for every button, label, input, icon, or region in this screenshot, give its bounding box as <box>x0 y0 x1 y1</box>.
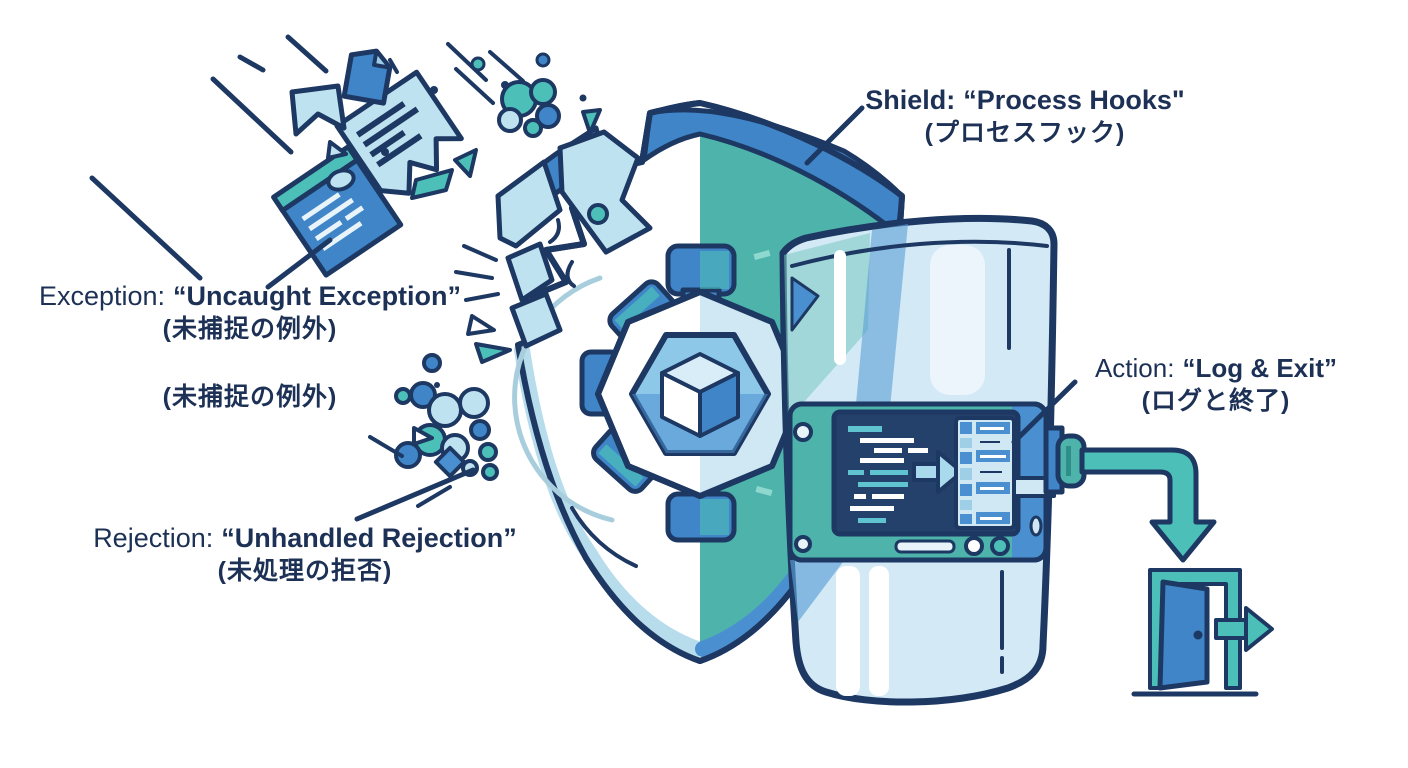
action-label: Action:“Log & Exit” (ログと終了) <box>1076 352 1356 418</box>
rejection-label-line1: Rejection:“Unhandled Rejection” <box>93 523 517 553</box>
exception-duplicate-label: (未捕捉の例外) <box>100 381 400 414</box>
leader-lines <box>265 105 1078 522</box>
exception-label: Exception:“Uncaught Exception” (未捕捉の例外) <box>30 280 470 346</box>
panel-button-teal <box>990 536 1010 556</box>
rejection-label-jp: (未処理の拒否) <box>217 557 393 585</box>
leader-line-action <box>1011 379 1078 445</box>
leader-line-exception <box>265 237 333 290</box>
impact-spikes <box>454 218 576 364</box>
torn-document-blue-icon <box>271 144 404 278</box>
folded-paper-icon <box>341 48 393 106</box>
leader-line-rejection <box>354 467 476 522</box>
panel-button-white <box>964 536 984 556</box>
pipe-connector <box>1043 425 1087 495</box>
debris-shards <box>289 58 602 200</box>
exit-door-icon <box>1131 568 1274 697</box>
code-lines <box>848 426 928 523</box>
shield-label-jp: (プロセスフック) <box>924 119 1126 147</box>
transfer-arrow-icon <box>912 450 964 494</box>
shield-crack-fragments <box>454 125 653 364</box>
speed-lines <box>89 34 525 281</box>
action-label-line1: Action:“Log & Exit” <box>1094 353 1338 383</box>
glass-panel <box>779 214 1087 706</box>
bubble-cluster-top-icon <box>470 52 587 138</box>
rejection-label: Rejection:“Unhandled Rejection” (未処理の拒否) <box>80 522 530 588</box>
bubble-cluster-mid-icon <box>368 353 499 508</box>
exception-dup-jp: (未捕捉の例外) <box>162 383 338 411</box>
shield-label: Shield:“Process Hooks" (プロセスフック) <box>865 84 1185 150</box>
pipe-arrow-icon <box>1079 447 1217 563</box>
valve-mechanism-icon <box>512 243 805 568</box>
cube-icon <box>660 352 740 438</box>
panel-glass-tints <box>784 224 908 622</box>
broken-band-shard <box>557 129 653 255</box>
leader-line-shield <box>804 105 865 166</box>
log-list <box>954 416 1016 530</box>
torn-document-light-icon <box>334 69 464 196</box>
code-screen <box>831 409 1056 537</box>
shield-label-line1: Shield:“Process Hooks" <box>865 85 1185 115</box>
exit-arrow-icon <box>1214 606 1274 652</box>
panel-glass-reflections <box>834 245 985 696</box>
door-leaf <box>1157 579 1210 691</box>
action-label-jp: (ログと終了) <box>1141 387 1291 415</box>
door-knob <box>1193 630 1203 640</box>
exception-label-jp: (未捕捉の例外) <box>162 315 338 343</box>
panel-slot <box>894 539 956 554</box>
exception-label-line1: Exception:“Uncaught Exception” <box>38 281 462 311</box>
